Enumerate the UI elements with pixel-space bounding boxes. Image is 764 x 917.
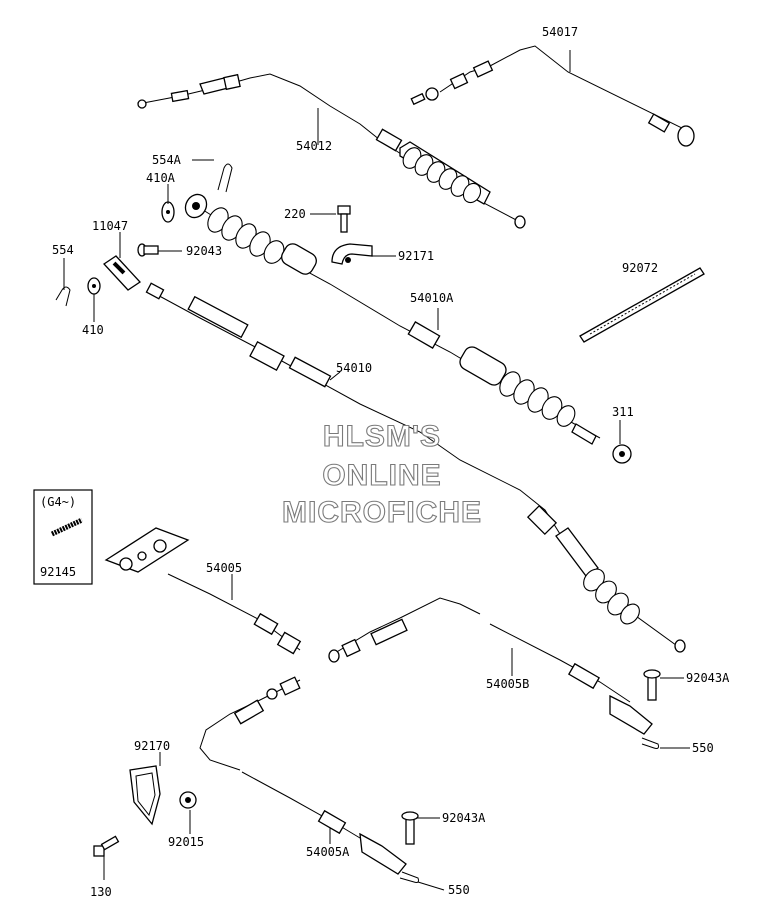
part-label-92145: 92145 <box>40 565 76 579</box>
cable-54010 <box>145 282 686 653</box>
watermark-line-1: HLSM'S <box>323 420 441 453</box>
part-label-92171: 92171 <box>398 249 434 263</box>
part-label-554A: 554A <box>152 153 182 167</box>
cable-54012 <box>137 73 526 229</box>
part-label-54010: 54010 <box>336 361 372 375</box>
bolt-130 <box>93 835 120 857</box>
part-label-92072: 92072 <box>622 261 658 275</box>
cable-54005 <box>104 527 302 655</box>
cable-54010A <box>184 193 601 445</box>
clamp-92171 <box>331 243 373 265</box>
part-label-54005A: 54005A <box>306 845 350 859</box>
part-label-54017: 54017 <box>542 25 578 39</box>
cable-54005B <box>328 597 661 749</box>
pin-92043 <box>137 243 159 257</box>
joint-11047 <box>103 255 141 291</box>
watermark-line-2: ONLINE <box>322 459 441 492</box>
part-label-11047: 11047 <box>92 219 128 233</box>
watermark-line-3: MICROFICHE <box>282 496 482 529</box>
cable-54017 <box>410 45 695 147</box>
part-label-92015: 92015 <box>168 835 204 849</box>
part-label-410A: 410A <box>146 171 176 185</box>
part-label-410: 410 <box>82 323 104 337</box>
clip-554 <box>55 286 71 307</box>
washer-410 <box>87 277 101 295</box>
part-label-220: 220 <box>284 207 306 221</box>
part-label-550-lower: 550 <box>448 883 470 897</box>
part-label-92043A-lower: 92043A <box>442 811 486 825</box>
part-label-550-upper: 550 <box>692 741 714 755</box>
washer-410A <box>161 201 175 223</box>
inset-label: (G4~) <box>40 495 76 509</box>
part-label-54005: 54005 <box>206 561 242 575</box>
bracket-92170 <box>129 765 161 826</box>
bolt-220 <box>337 205 351 233</box>
part-label-554: 554 <box>52 243 74 257</box>
part-label-130: 130 <box>90 885 112 899</box>
inset-box-92145 <box>33 489 93 585</box>
cable-54005A <box>199 676 419 883</box>
part-label-92043A-upper: 92043A <box>686 671 730 685</box>
grommet-92015 <box>179 791 197 809</box>
part-label-92043: 92043 <box>186 244 222 258</box>
part-label-54012: 54012 <box>296 139 332 153</box>
clip-554A <box>217 163 233 193</box>
part-label-54005B: 54005B <box>486 677 529 691</box>
tie-92072 <box>579 267 705 343</box>
part-label-54010A: 54010A <box>410 291 454 305</box>
part-label-92170: 92170 <box>134 739 170 753</box>
leader-lines <box>63 159 690 891</box>
nut-311 <box>612 444 632 464</box>
part-label-311: 311 <box>612 405 634 419</box>
